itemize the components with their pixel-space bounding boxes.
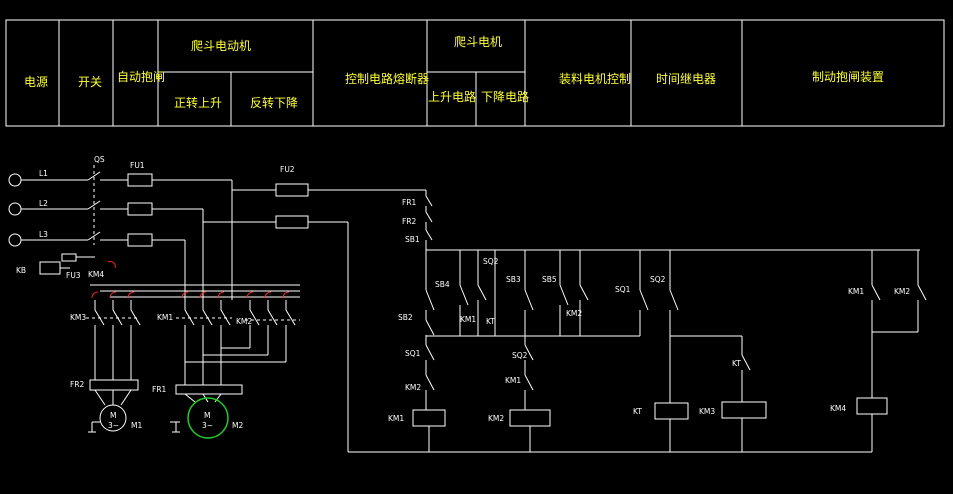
header-control-fuse: 控制电路熔断器 — [345, 72, 430, 86]
label-ktb: KT — [732, 359, 741, 368]
header-up-circuit: 上升电路 — [428, 90, 477, 104]
header-forward-up: 正转上升 — [174, 96, 223, 110]
label-qs: QS — [94, 155, 105, 164]
label-m3b: 3~ — [202, 421, 213, 430]
label-sq1b: SQ1 — [405, 349, 421, 358]
label-fr1a: FR1 — [152, 385, 167, 394]
label-km1c: KM1 — [848, 287, 864, 296]
header-bucket-motor-2: 爬斗电机 — [454, 35, 503, 49]
label-km1e: KM1 — [505, 376, 521, 385]
label-kb: KB — [16, 266, 26, 275]
label-km1a: KM1 — [157, 313, 173, 322]
label-km2c: KM2 — [894, 287, 910, 296]
header-auto-brake: 自动抱闸 — [117, 70, 166, 84]
label-sq2c: SQ2 — [512, 351, 528, 360]
label-fr2: FR2 — [402, 217, 417, 226]
label-km1b: KM1 — [460, 315, 476, 324]
label-m3: 3~ — [108, 421, 119, 430]
label-l3: L3 — [39, 230, 48, 239]
label-sq2b: SQ2 — [650, 275, 666, 284]
red-arc-contacts — [91, 261, 290, 299]
label-km1d: KM1 — [388, 414, 404, 423]
label-km4b: KM4 — [830, 404, 846, 413]
label-sb2: SB2 — [398, 313, 413, 322]
label-fr2a: FR2 — [70, 380, 85, 389]
label-km3b: KM3 — [699, 407, 715, 416]
header-bucket-motor: 爬斗电动机 — [191, 39, 252, 53]
label-sq2a: SQ2 — [483, 257, 499, 266]
label-km4a: KM4 — [88, 270, 104, 279]
label-fu3: FU3 — [66, 271, 81, 280]
header-down-circuit: 下降电路 — [481, 90, 530, 104]
label-km2a: KM2 — [236, 317, 252, 326]
label-km2d: KM2 — [405, 383, 421, 392]
header-power: 电源 — [24, 75, 49, 89]
label-l1: L1 — [39, 169, 48, 178]
diagram-labels: L1 L2 L3 QS FU1 FU2 FU3 KB KM4 KM3 KM1 K… — [16, 155, 910, 430]
label-l2: L2 — [39, 199, 48, 208]
label-m: M — [110, 411, 116, 420]
label-m2: M2 — [232, 421, 243, 430]
label-ktc: KT — [633, 407, 642, 416]
label-m1: M1 — [131, 421, 142, 430]
label-sb1: SB1 — [405, 235, 420, 244]
motor-m2-icon — [187, 397, 229, 439]
header-reverse-down: 反转下降 — [250, 96, 299, 110]
label-m2sym: M — [204, 411, 210, 420]
header-brake-device: 制动抱闸装置 — [812, 70, 885, 84]
label-km2e: KM2 — [488, 414, 504, 423]
label-sb4: SB4 — [435, 280, 450, 289]
label-sb3: SB3 — [506, 275, 521, 284]
label-fu2: FU2 — [280, 165, 295, 174]
label-kt: KT — [486, 317, 495, 326]
header-loading-motor-control: 装料电机控制 — [559, 72, 632, 86]
label-km3a: KM3 — [70, 313, 86, 322]
header-time-relay: 时间继电器 — [656, 72, 717, 86]
wiring — [8, 165, 927, 453]
header-switch: 开关 — [78, 75, 103, 89]
label-sb5: SB5 — [542, 275, 557, 284]
label-fr1: FR1 — [402, 198, 417, 207]
header-table — [5, 19, 945, 127]
label-km2b: KM2 — [566, 309, 582, 318]
label-fu1: FU1 — [130, 161, 145, 170]
label-sq1: SQ1 — [615, 285, 631, 294]
